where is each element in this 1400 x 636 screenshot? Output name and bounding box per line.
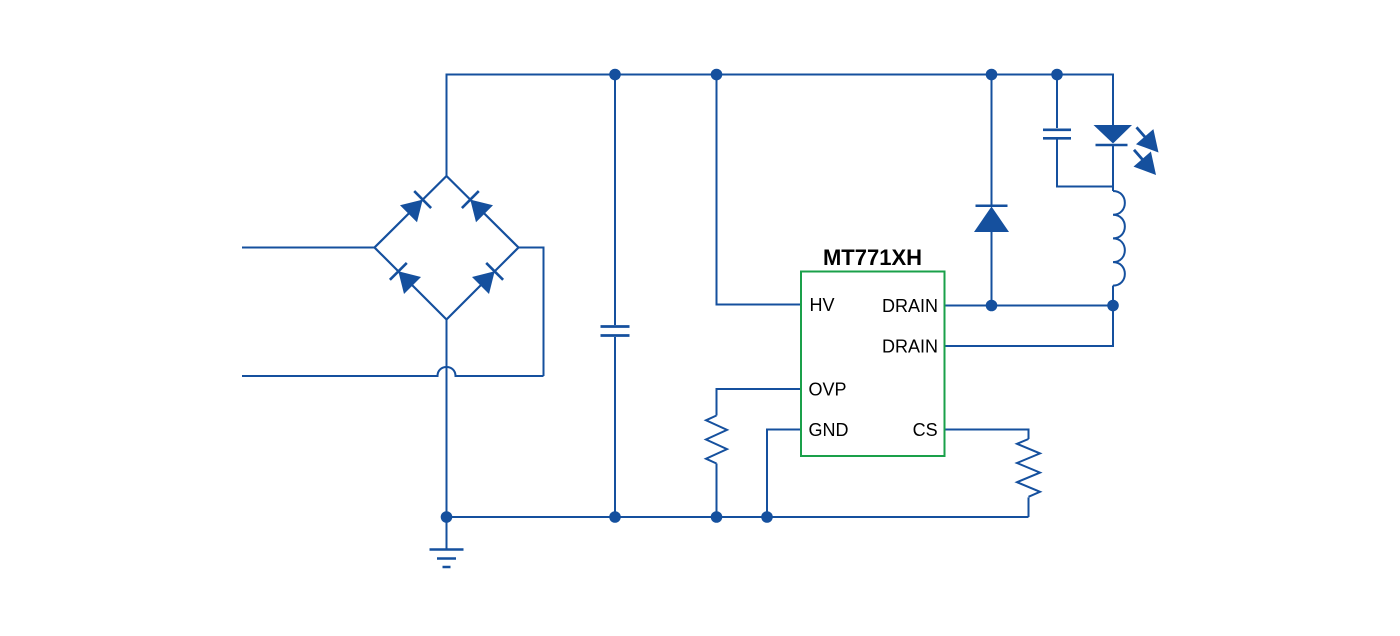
- svg-text:OVP: OVP: [809, 380, 847, 400]
- svg-text:HV: HV: [810, 295, 835, 315]
- svg-text:MT771XH: MT771XH: [823, 245, 922, 270]
- svg-text:DRAIN: DRAIN: [882, 296, 938, 316]
- svg-text:CS: CS: [913, 420, 938, 440]
- svg-text:DRAIN: DRAIN: [882, 337, 938, 357]
- svg-text:GND: GND: [809, 420, 849, 440]
